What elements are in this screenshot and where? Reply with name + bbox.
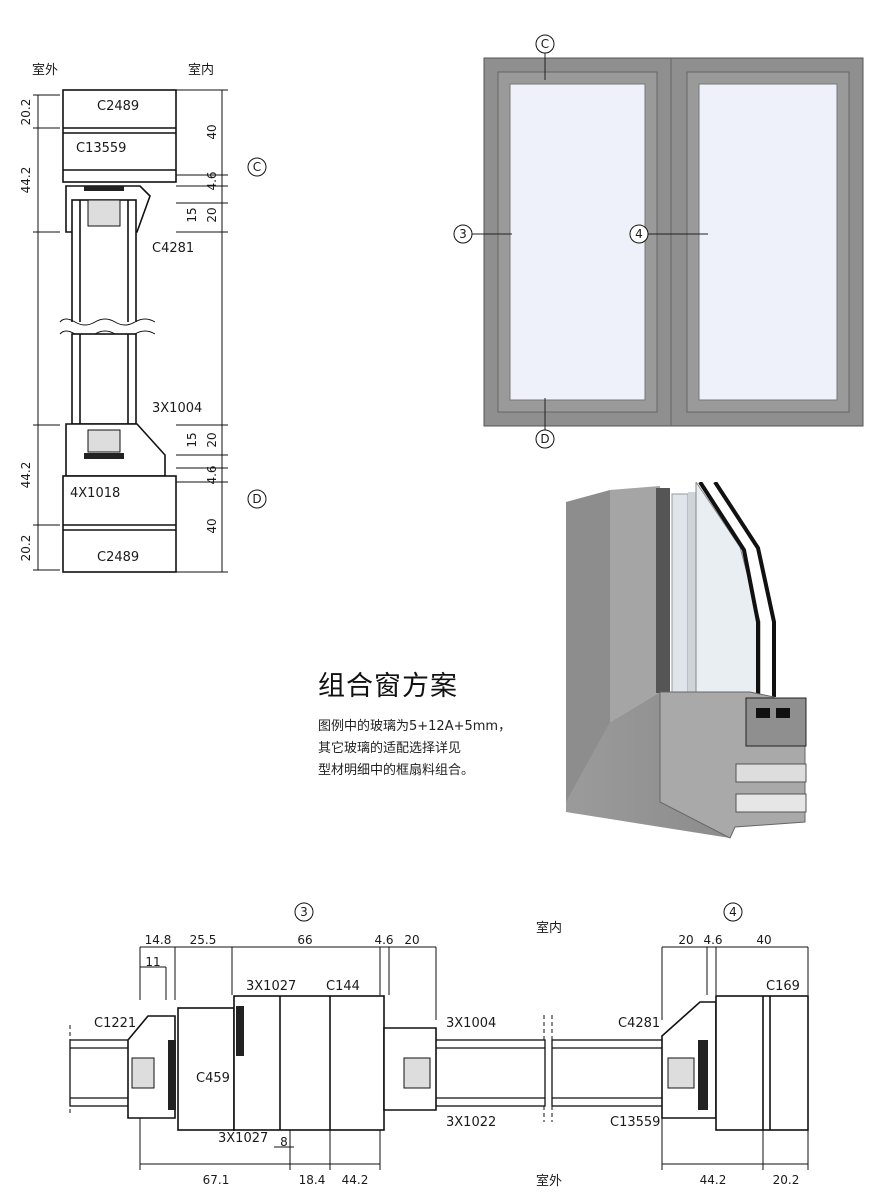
elevation-marker-d [535,429,555,449]
inside-label: 室内 [188,62,214,78]
elevation-marker-d-label: D [540,432,549,446]
part-label: C169 [766,979,800,994]
dim-left-2: 44.2 [19,167,33,194]
dim-right-5: 15 [185,432,199,447]
dim-top: 40 [756,933,771,947]
dim-left-1: 20.2 [19,99,33,126]
dim-top: 25.5 [190,933,217,947]
marker-c [247,157,267,177]
section-marker-4-label: 4 [729,905,737,919]
dim-top: 4.6 [374,933,393,947]
dim-right-1: 40 [205,124,219,139]
horizontal-section-drawing: 3 4 室内 室外 [69,902,809,1189]
dim-right-7: 4.6 [205,465,219,484]
part-label: 4X1018 [70,486,120,501]
profile-3d-render [566,482,807,839]
section-marker-3-label: 3 [300,905,308,919]
dim-right-3: 15 [185,207,199,222]
dim-top: 66 [297,933,312,947]
marker-d [247,489,267,509]
dim-left-4: 20.2 [19,535,33,562]
window-elevation: C 3 4 D [453,34,864,449]
outside-label: 室外 [536,1173,562,1189]
dim-top: 20 [678,933,693,947]
part-label: C1221 [94,1016,136,1031]
marker-c-label: C [253,160,261,174]
section-marker-4 [723,902,743,922]
part-label: 3X1022 [446,1115,496,1130]
part-label: C2489 [97,99,139,114]
part-label: C13559 [76,141,126,156]
section-marker-3 [294,902,314,922]
dim-bottom: 20.2 [773,1173,800,1187]
elevation-marker-c [535,34,555,54]
description-line: 型材明细中的框扇料组合。 [318,763,475,778]
part-label: C144 [326,979,360,994]
part-label: C2489 [97,550,139,565]
scheme-description: 图例中的玻璃为5+12A+5mm， 其它玻璃的适配选择详见 型材明细中的框扇料组… [318,716,511,782]
marker-d-label: D [252,492,261,506]
elevation-marker-4 [629,224,649,244]
dim-bottom: 18.4 [299,1173,326,1187]
elevation-marker-4-label: 4 [635,227,643,241]
outside-label: 室外 [32,62,58,78]
dim-bottom: 44.2 [700,1173,727,1187]
elevation-marker-c-label: C [541,37,549,51]
dim-bottom: 8 [280,1135,288,1149]
dim-right-2: 4.6 [205,171,219,190]
inside-label: 室内 [536,920,562,936]
scheme-title: 组合窗方案 [318,671,458,702]
dim-right-4: 20 [205,207,219,222]
dim-top: 11 [145,955,160,969]
description-line: 图例中的玻璃为5+12A+5mm， [318,719,512,734]
dim-right-6: 20 [205,432,219,447]
dim-top: 14.8 [145,933,172,947]
dim-left-3: 44.2 [19,462,33,489]
dim-top: 20 [404,933,419,947]
description-line: 其它玻璃的适配选择详见 [318,741,462,756]
elevation-marker-3 [453,224,473,244]
part-label: 3X1004 [446,1016,496,1031]
part-label: C4281 [152,241,194,256]
dim-top: 4.6 [703,933,722,947]
part-label: C13559 [610,1115,660,1130]
part-label: C4281 [618,1016,660,1031]
elevation-marker-3-label: 3 [459,227,467,241]
part-label: 3X1027 [246,979,296,994]
part-label: 3X1004 [152,401,202,416]
dim-right-8: 40 [205,518,219,533]
part-label: C459 [196,1071,230,1086]
vertical-section-drawing: 20.2 44.2 44.2 20.2 40 4.6 15 20 15 20 4… [19,62,267,573]
dim-bottom: 44.2 [342,1173,369,1187]
dim-bottom: 67.1 [203,1173,230,1187]
part-label: 3X1027 [218,1131,268,1146]
